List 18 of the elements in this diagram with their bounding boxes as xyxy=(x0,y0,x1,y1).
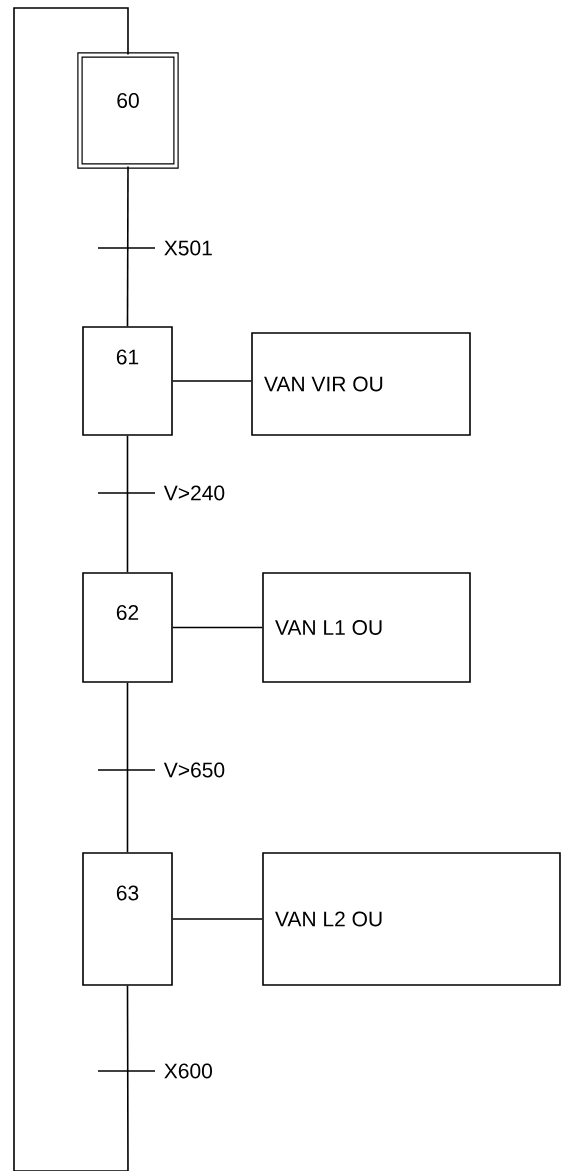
transition-label: V>240 xyxy=(162,484,227,502)
transition-label: V>650 xyxy=(162,761,227,779)
loop-line xyxy=(13,7,129,1171)
step-box: 62 xyxy=(82,572,173,683)
step-box: 63 xyxy=(82,852,173,986)
action-box: VAN L1 OU xyxy=(262,572,471,683)
link-line xyxy=(126,682,129,853)
action-box: VAN VIR OU xyxy=(251,332,471,436)
link-line xyxy=(126,165,129,328)
action-link xyxy=(172,918,263,920)
link-line xyxy=(126,435,129,573)
step-box: 61 xyxy=(82,326,173,436)
action-link xyxy=(172,380,252,382)
initial-step-box: 60 xyxy=(77,52,179,169)
transition-label: X600 xyxy=(162,1062,214,1080)
action-link xyxy=(172,626,263,629)
action-box: VAN L2 OU xyxy=(262,852,561,986)
transition-label: X501 xyxy=(162,239,214,257)
